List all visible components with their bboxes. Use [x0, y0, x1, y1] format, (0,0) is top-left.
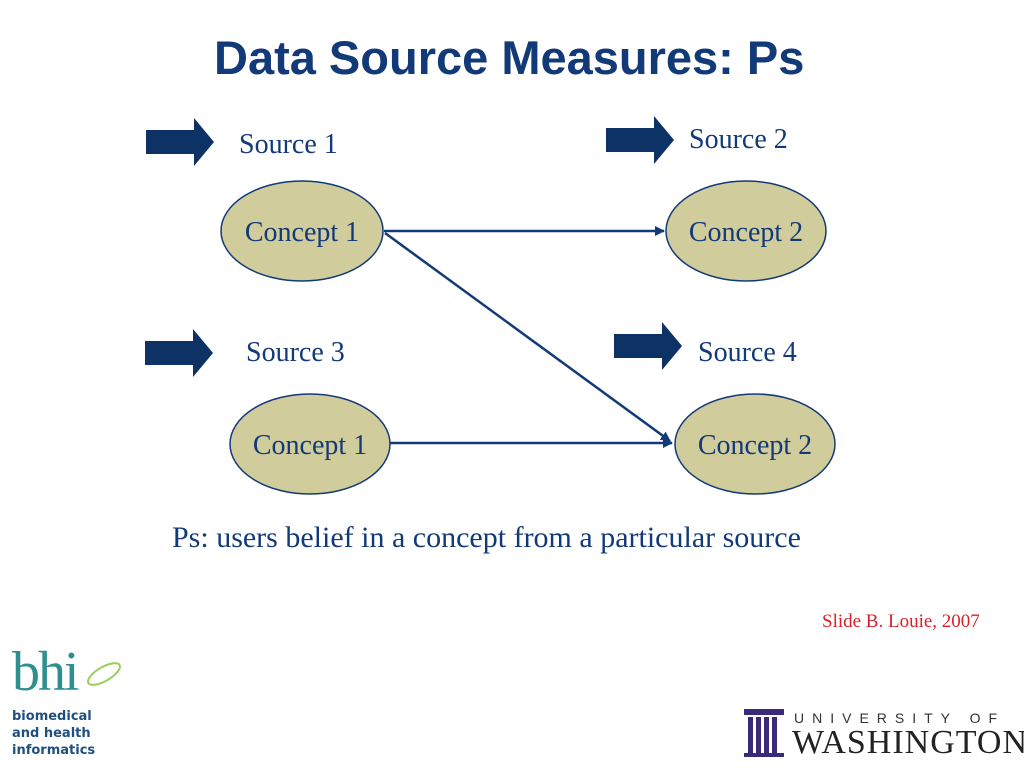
source-2-label: Source 2 — [689, 124, 788, 155]
page-title: Data Source Measures: Ps — [214, 31, 805, 84]
source-3-label: Source 3 — [246, 337, 345, 368]
bhi-logo-line-2: and health — [12, 726, 91, 741]
concept-node-2-label: Concept 2 — [689, 217, 803, 248]
source-3-arrow-icon — [145, 329, 213, 377]
uw-column-icon — [744, 709, 784, 757]
title-area: Data Source Measures: Ps — [0, 0, 1024, 100]
source-4-arrow-icon — [614, 322, 682, 370]
uw-logo-bottom-text: WASHINGTON — [792, 724, 1024, 761]
concept-node-1-label: Concept 1 — [245, 217, 359, 248]
concept-node-4-label: Concept 2 — [698, 430, 812, 461]
source-2-arrow-icon — [606, 116, 674, 164]
bhi-logo: bhi biomedical and health informatics — [8, 640, 128, 765]
bhi-orbit-icon — [87, 662, 121, 686]
slide-credit: Slide B. Louie, 2007 — [822, 611, 980, 632]
uw-logo-top-text: UNIVERSITY OF — [794, 710, 1006, 726]
edge-concept1-to-concept2-diagonal — [384, 231, 671, 443]
bhi-logo-mark: bhi — [12, 641, 80, 703]
definition-caption: Ps: users belief in a concept from a par… — [172, 521, 801, 554]
source-4-label: Source 4 — [698, 337, 797, 368]
source-1-arrow-icon — [146, 118, 214, 166]
bhi-logo-line-1: biomedical — [12, 709, 92, 724]
concept-node-3: Concept 1 — [229, 393, 391, 495]
concept-node-4: Concept 2 — [674, 393, 836, 495]
bhi-logo-line-3: informatics — [12, 743, 96, 758]
uw-logo: UNIVERSITY OF WASHINGTON — [742, 703, 1024, 763]
concept-node-3-label: Concept 1 — [253, 430, 367, 461]
source-1-label: Source 1 — [239, 129, 338, 160]
concept-node-2: Concept 2 — [665, 180, 827, 282]
concept-node-1: Concept 1 — [220, 180, 384, 282]
